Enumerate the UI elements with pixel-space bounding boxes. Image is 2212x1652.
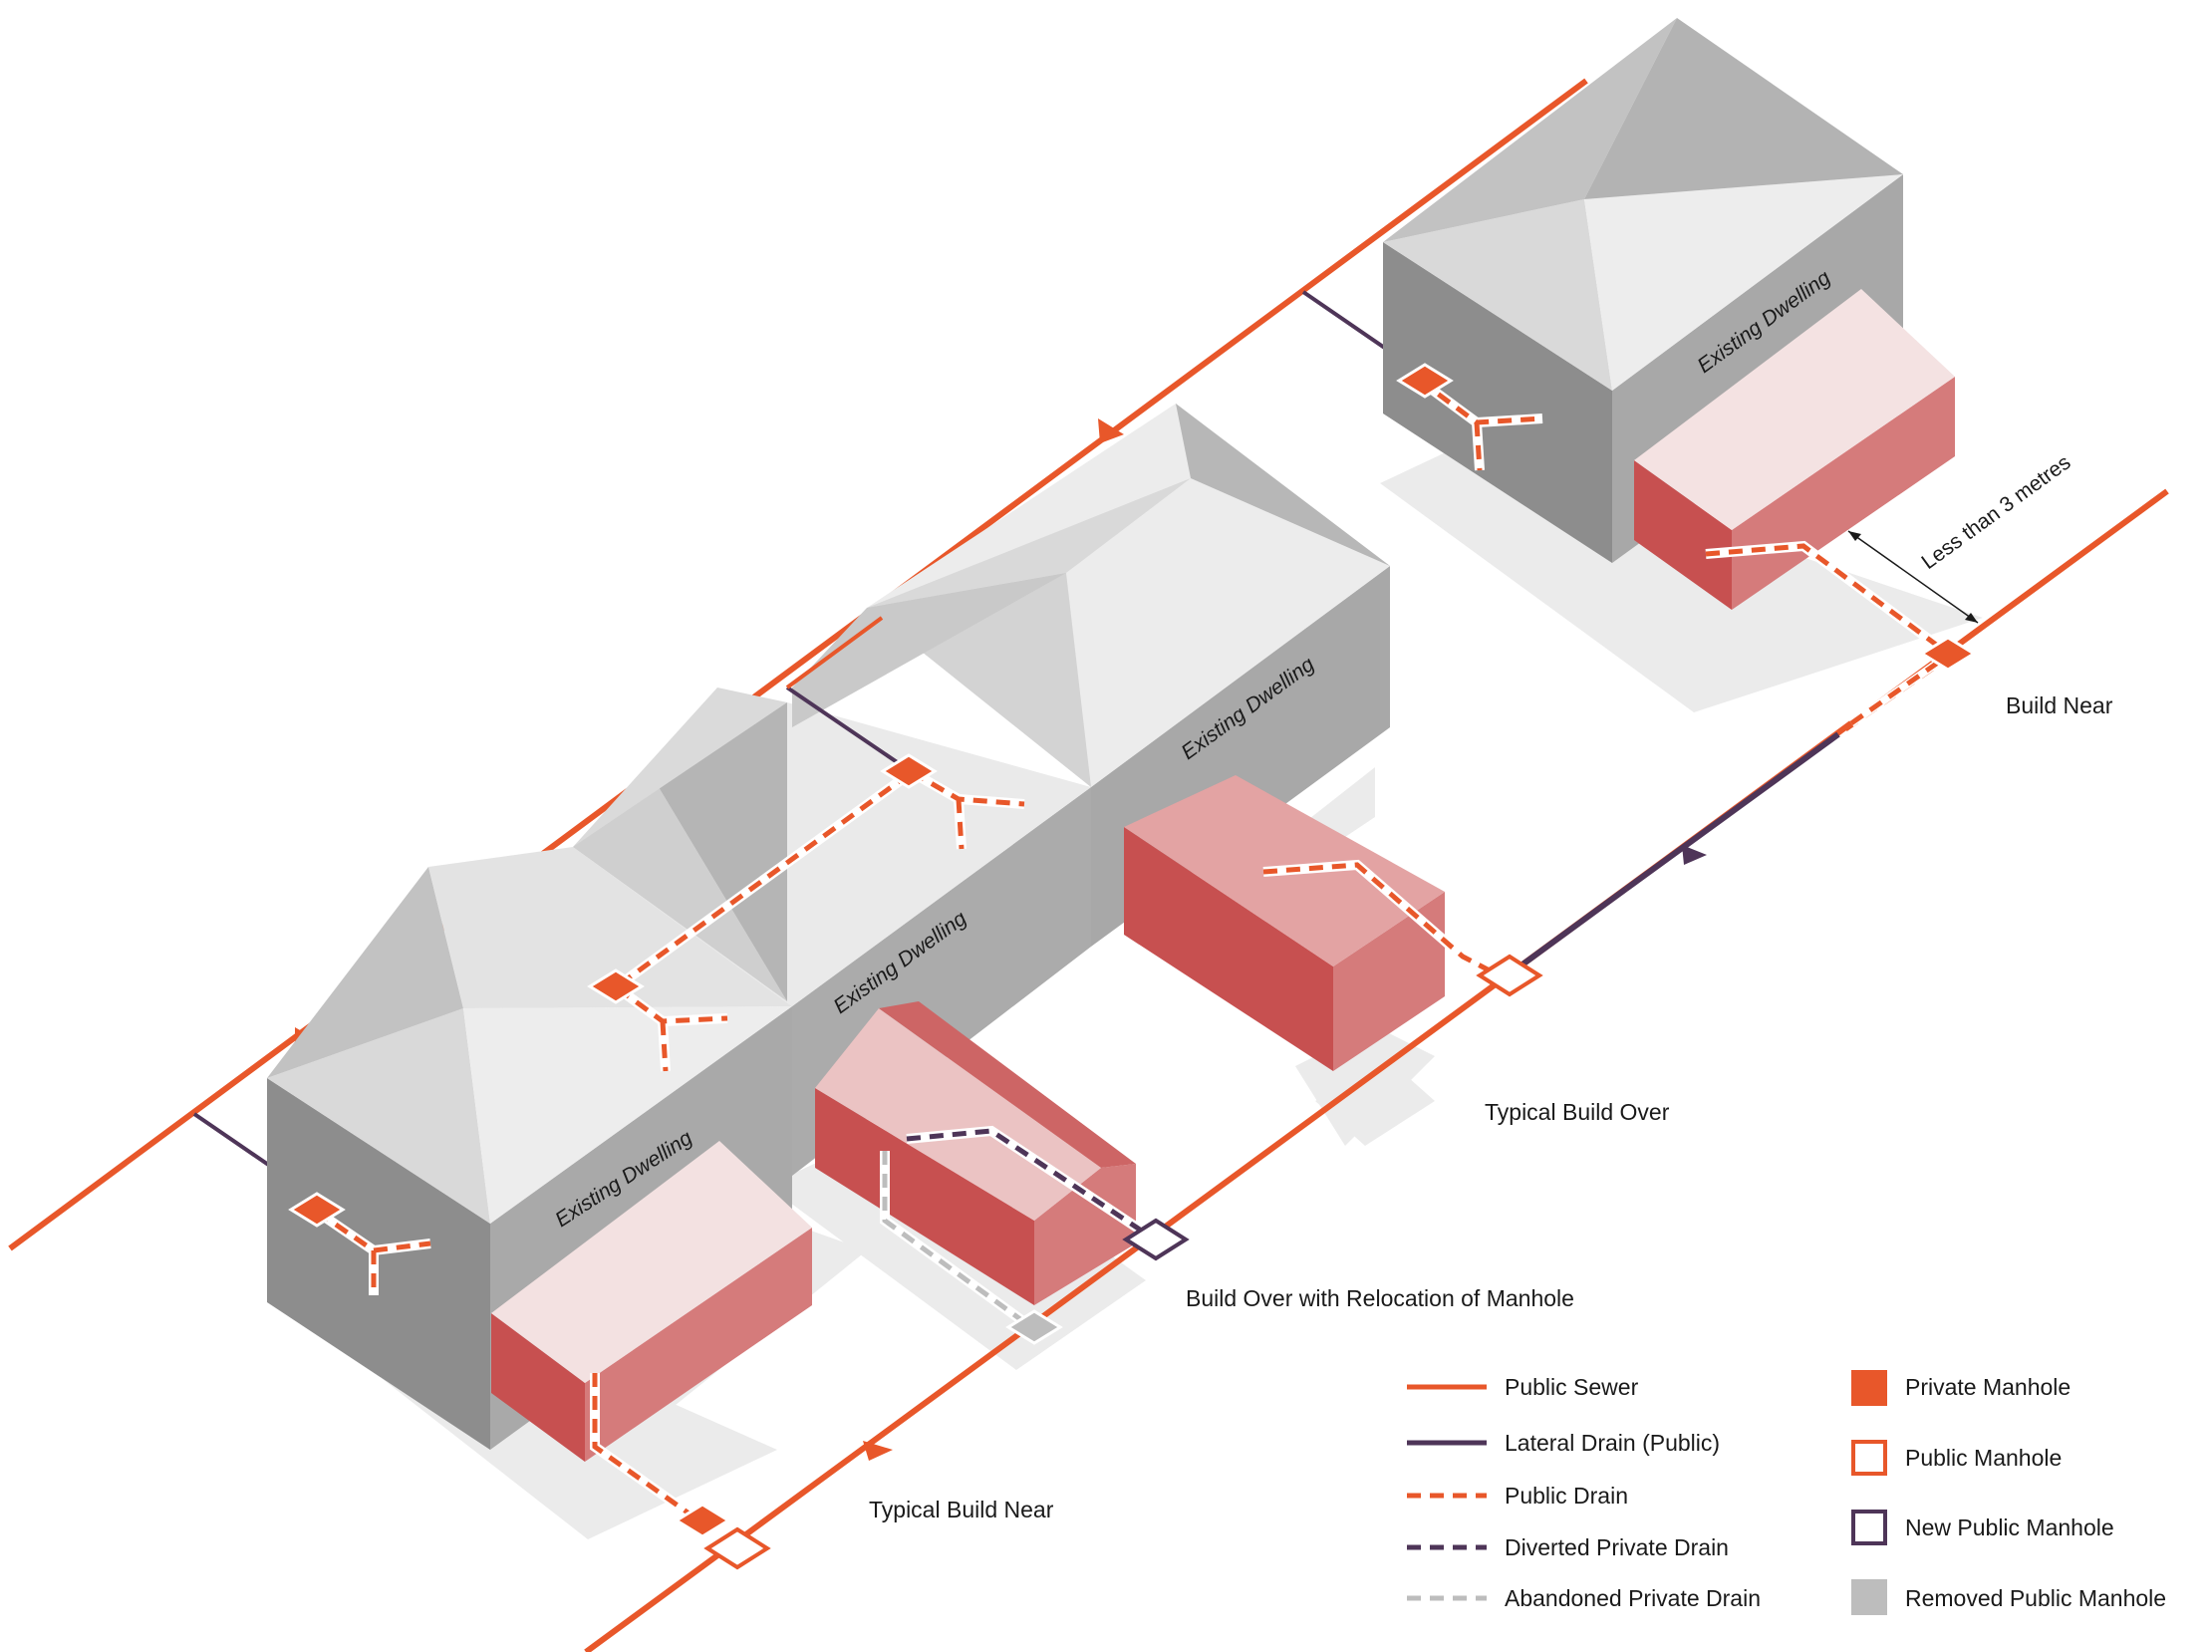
label-typical-build-near: Typical Build Near — [869, 1497, 1054, 1522]
extension-typical-build-near — [491, 1141, 812, 1462]
ext-2-gable — [1034, 1164, 1136, 1305]
front-lateral-2 — [1624, 731, 1840, 892]
extension-build-over-relocation — [815, 1001, 1136, 1305]
drain-d2-link — [618, 769, 914, 987]
dwelling-1-roof-back — [267, 867, 463, 1078]
dwelling-2-roof-valley — [653, 702, 787, 1001]
dwelling-1-roof-left — [267, 1008, 490, 1224]
rear-sewer-line — [8, 78, 1588, 1251]
private-manhole-d2b — [880, 753, 938, 789]
private-manhole-ext1 — [674, 1503, 731, 1538]
private-manhole-build-near — [1919, 636, 1977, 672]
dwelling-2-roof-back — [573, 688, 787, 847]
manholes — [288, 363, 1977, 1570]
front-dashed-near — [1849, 655, 1947, 726]
shadow-4 — [1380, 443, 1983, 712]
public-drains — [314, 376, 1954, 1524]
legend-private-manhole-icon — [1851, 1370, 1887, 1406]
drain-ext3 — [1262, 862, 1509, 982]
drain-d2b-branch — [910, 769, 1025, 850]
front-public-sewer — [584, 488, 2169, 1652]
diverted-abandoned-drains — [880, 1125, 1149, 1332]
dwelling-1-roof-right — [463, 1006, 792, 1224]
dimension-arrow-end — [1965, 613, 1978, 623]
rear-branch — [785, 616, 884, 689]
legend-removed-public-manhole-label: Removed Public Manhole — [1905, 1585, 2166, 1611]
legend-new-public-manhole-label: New Public Manhole — [1905, 1514, 2114, 1540]
dwelling-4-left-wall — [1383, 242, 1612, 563]
dwelling-1-roof-top — [428, 847, 792, 1008]
dwelling-4-roof-back — [1383, 18, 1677, 242]
dimension-label: Less than 3 metres — [1917, 450, 2074, 574]
dwelling-3-roof-right — [1176, 404, 1390, 566]
ext-2-roof-back — [879, 1001, 1136, 1168]
legend-public-drain-label: Public Drain — [1505, 1483, 1628, 1509]
private-manhole-d2 — [587, 968, 645, 1004]
legend-public-manhole-icon — [1851, 1440, 1887, 1476]
extension-typical-build-over — [1124, 775, 1445, 1071]
public-manhole-typical-over — [1476, 954, 1543, 997]
drain-d4 — [1418, 378, 1543, 471]
drain-d2-branch — [616, 985, 728, 1072]
ext-4-side-wall — [1634, 460, 1732, 610]
label-build-near: Build Near — [2006, 692, 2113, 718]
legend-public-sewer-label: Public Sewer — [1505, 1374, 1639, 1400]
rear-sewer-arrow-2 — [1098, 418, 1124, 443]
legend-manholes: Private Manhole Public Manhole New Publi… — [1851, 1370, 2166, 1615]
dimension-line — [1847, 530, 1979, 624]
ext-4-roof — [1634, 289, 1955, 530]
ext-3-side-wall — [1124, 827, 1333, 1071]
label-typical-build-over: Typical Build Over — [1485, 1099, 1670, 1125]
dwelling-4-roof-right — [1584, 174, 1903, 391]
dwelling-2-3-gutter — [792, 573, 1066, 727]
ext-1-side-wall — [491, 1313, 585, 1462]
lateral-drain-2 — [785, 686, 914, 774]
dwelling-4-roof-rear — [1584, 18, 1903, 199]
front-lateral-arrow — [1682, 845, 1707, 865]
new-public-manhole — [1122, 1218, 1190, 1261]
abandoned-private-drain-line — [882, 1151, 1033, 1330]
ext-2-roof-front — [815, 1008, 1101, 1221]
dwelling-4-roof-left — [1383, 199, 1612, 391]
legend-diverted-drain-label: Diverted Private Drain — [1505, 1534, 1729, 1560]
dimension-arrow-start — [1848, 531, 1861, 541]
front-lateral-1 — [1521, 886, 1628, 967]
private-manhole-d1 — [288, 1192, 346, 1228]
legend-public-manhole-label: Public Manhole — [1905, 1445, 2062, 1471]
dwelling-3-roof-back — [867, 478, 1191, 608]
ext-1-front-wall — [585, 1228, 812, 1462]
existing-dwelling-2 — [573, 688, 1091, 1176]
legend-removed-public-manhole-icon — [1851, 1579, 1887, 1615]
removed-public-manhole — [1005, 1309, 1063, 1345]
private-manhole-d4 — [1396, 363, 1454, 399]
drain-ext4 — [1705, 543, 1953, 659]
legend: Public Sewer Lateral Drain (Public) Publ… — [1407, 1370, 2166, 1615]
diverted-private-drain-line — [906, 1128, 1148, 1237]
public-manhole-typical-near — [703, 1526, 771, 1570]
front-sewer-arrow-1 — [863, 1441, 893, 1461]
drain-ext1 — [592, 1373, 699, 1522]
ext-3-front-wall — [1333, 892, 1445, 1071]
ext-2-side-wall — [815, 1088, 1034, 1305]
legend-lines: Public Sewer Lateral Drain (Public) Publ… — [1407, 1374, 1761, 1611]
label-build-over-relocation: Build Over with Relocation of Manhole — [1186, 1285, 1574, 1311]
dwelling-2-roof-hip — [573, 777, 787, 1001]
legend-private-manhole-label: Private Manhole — [1905, 1374, 2071, 1400]
legend-abandoned-drain-label: Abandoned Private Drain — [1505, 1585, 1761, 1611]
legend-lateral-drain-label: Lateral Drain (Public) — [1505, 1430, 1720, 1456]
legend-new-public-manhole-icon — [1851, 1510, 1887, 1545]
ext-1-roof — [491, 1141, 812, 1383]
